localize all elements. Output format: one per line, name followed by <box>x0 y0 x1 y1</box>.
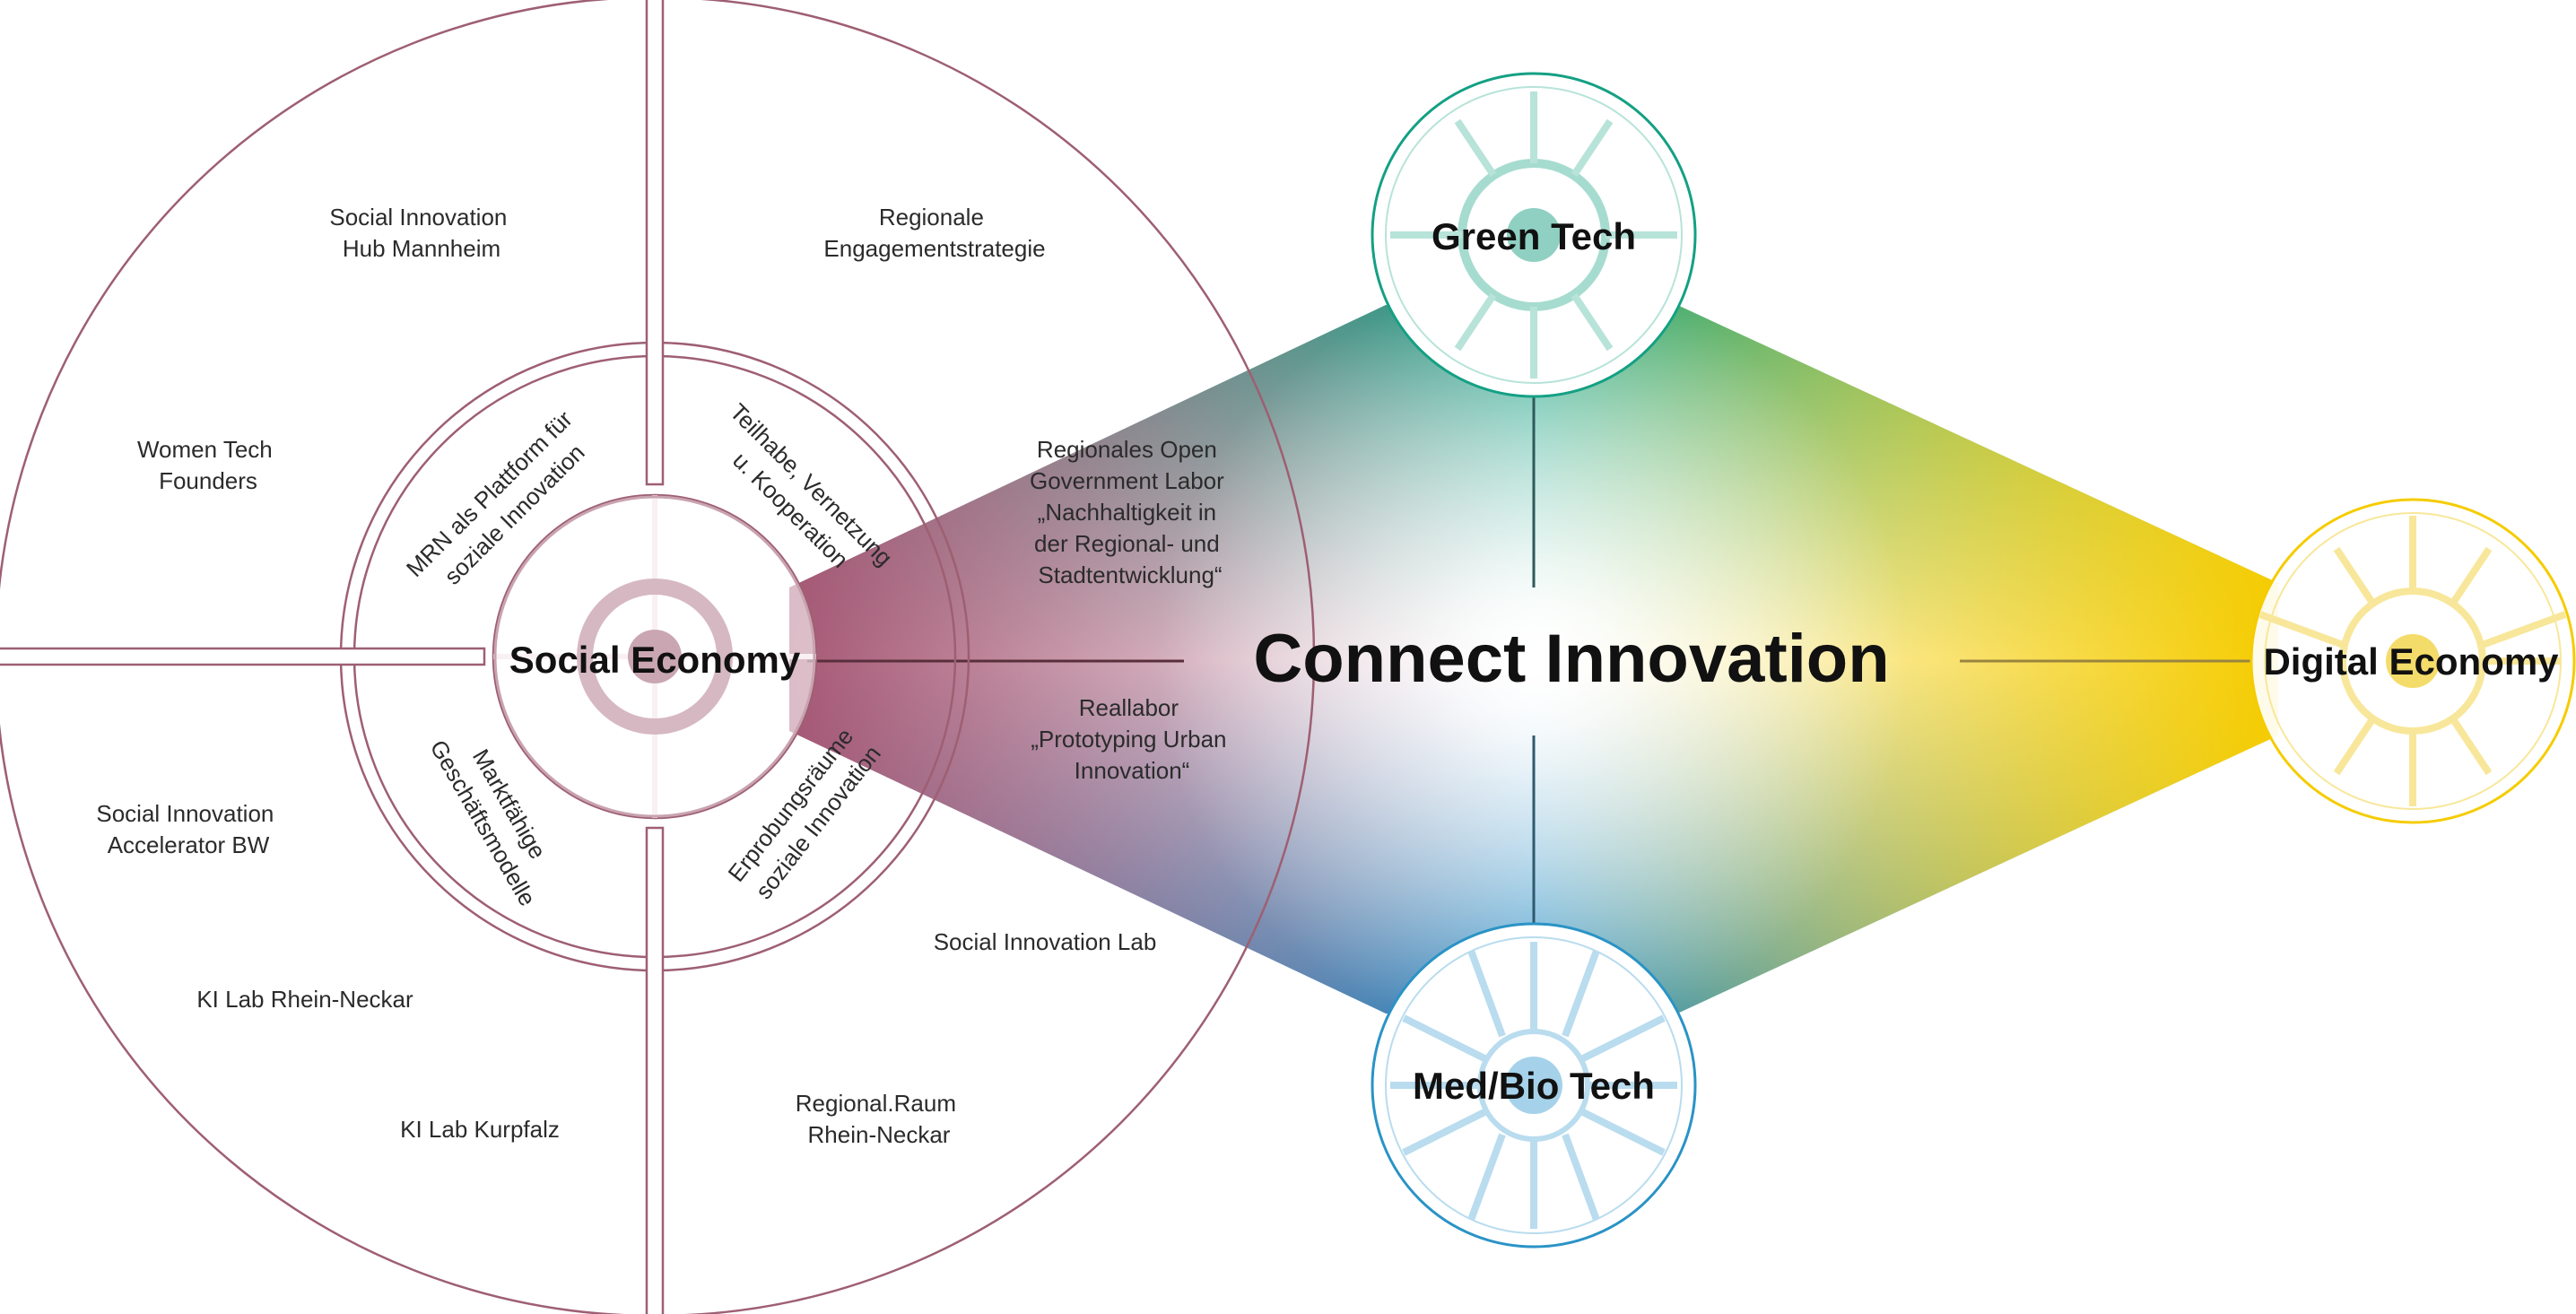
label-sihm-line2: Hub Mannheim <box>343 235 500 262</box>
label-open-gov-line3: „Nachhaltigkeit in <box>1038 499 1216 526</box>
label-open-gov-line5: Stadtentwicklung“ <box>1038 561 1222 588</box>
label-accelerator: Social Innovation Accelerator BW <box>96 800 280 858</box>
label-sihm: Social Innovation Hub Mannheim <box>329 204 513 262</box>
label-open-gov: Regionales Open Government Labor „Nachha… <box>1030 436 1231 588</box>
label-si-lab: Social Innovation Lab <box>934 928 1157 955</box>
label-reallabor-line1: Reallabor <box>1079 694 1179 721</box>
label-reallabor-line2: „Prototyping Urban <box>1031 726 1226 753</box>
hub-social-economy: Social Economy <box>509 639 801 681</box>
label-regionale-line2: Engagementstrategie <box>823 235 1045 262</box>
hub-medbio-tech: Med/Bio Tech <box>1413 1065 1655 1107</box>
target-icon <box>493 495 816 818</box>
label-regional-raum-line2: Rhein-Neckar <box>808 1121 951 1148</box>
label-open-gov-line1: Regionales Open <box>1037 436 1217 463</box>
center-title: Connect Innovation <box>1253 621 1889 697</box>
hub-green-tech: Green Tech <box>1432 215 1636 257</box>
connector-lines <box>807 395 2251 924</box>
label-open-gov-line2: Government Labor <box>1030 467 1224 494</box>
medbio-tech-wheel <box>1371 922 1697 1249</box>
label-reallabor-line3: Innovation“ <box>1075 757 1190 784</box>
label-ki-rhein-neckar: KI Lab Rhein-Neckar <box>196 986 413 1013</box>
label-women: Women Tech Founders <box>137 436 279 494</box>
label-regionale: Regionale Engagementstrategie <box>823 204 1045 262</box>
label-accelerator-line2: Accelerator BW <box>108 831 270 858</box>
label-women-line1: Women Tech <box>137 436 273 463</box>
hub-digital-economy: Digital Economy <box>2263 640 2559 683</box>
label-regional-raum-line1: Regional.Raum <box>796 1090 956 1117</box>
label-accelerator-line1: Social Innovation <box>96 800 274 827</box>
digital-economy-wheel <box>2250 498 2576 824</box>
green-tech-wheel <box>1371 72 1697 398</box>
label-open-gov-line4: der Regional- und <box>1034 530 1220 557</box>
label-regionale-line1: Regionale <box>879 204 984 231</box>
label-women-line2: Founders <box>159 467 257 494</box>
label-sihm-line1: Social Innovation <box>329 204 507 231</box>
label-reallabor: Reallabor „Prototyping Urban Innovation“ <box>1031 694 1232 784</box>
label-ki-kurpfalz: KI Lab Kurpfalz <box>400 1116 560 1143</box>
label-regional-raum: Regional.Raum Rhein-Neckar <box>796 1090 962 1148</box>
